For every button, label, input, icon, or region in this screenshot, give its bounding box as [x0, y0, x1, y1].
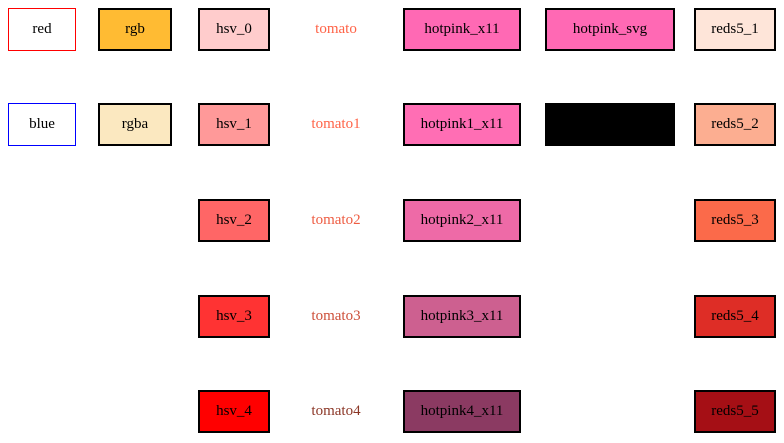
swatch-label: hsv_3: [216, 308, 252, 324]
color-label-text: tomato2: [311, 212, 361, 228]
color-swatch-hotpink1_x11: hotpink1_x11: [403, 103, 521, 146]
color-swatch-hsv_1: hsv_1: [198, 103, 270, 146]
swatch-label: hotpink2_x11: [420, 212, 504, 228]
color-swatch-hotpink_x11: hotpink_x11: [403, 8, 521, 51]
color-swatch-rgba: rgba: [98, 103, 172, 146]
color-swatch-reds5_5: reds5_5: [694, 390, 776, 433]
color-swatch-hotpink2_x11: hotpink2_x11: [403, 199, 521, 242]
color-swatch-hotpink_svg: hotpink_svg: [545, 8, 675, 51]
color-label-text: tomato: [315, 21, 357, 37]
swatch-label: hotpink_svg: [572, 21, 648, 37]
swatch-label: rgba: [121, 116, 149, 132]
color-label-text: tomato4: [311, 403, 361, 419]
swatch-label: reds5_3: [711, 212, 759, 228]
swatch-label: hotpink_x11: [424, 21, 500, 37]
swatch-label: hsv_1: [216, 116, 252, 132]
swatch-label: red: [32, 21, 52, 37]
color-label-tomato: tomato: [300, 8, 372, 51]
swatch-label: hsv_4: [216, 403, 252, 419]
color-label-tomato2: tomato2: [300, 199, 372, 242]
color-swatch-hsv_4: hsv_4: [198, 390, 270, 433]
color-label-tomato4: tomato4: [300, 390, 372, 433]
swatch-label: hotpink4_x11: [420, 403, 504, 419]
color-swatch-hsv_3: hsv_3: [198, 295, 270, 338]
swatch-label: reds5_1: [711, 21, 759, 37]
color-swatch-blue: blue: [8, 103, 76, 146]
swatch-label: reds5_2: [711, 116, 759, 132]
color-swatch-reds5_4: reds5_4: [694, 295, 776, 338]
color-swatch-reds5_2: reds5_2: [694, 103, 776, 146]
color-swatch-reds5_3: reds5_3: [694, 199, 776, 242]
color-swatch-hotpink4_x11: hotpink4_x11: [403, 390, 521, 433]
color-swatch-hsv_2: hsv_2: [198, 199, 270, 242]
color-swatch-hotpink3_x11: hotpink3_x11: [403, 295, 521, 338]
color-label-text: tomato3: [311, 308, 361, 324]
swatch-label: blue: [29, 116, 55, 132]
swatch-label: reds5_4: [711, 308, 759, 324]
color-label-text: tomato1: [311, 116, 361, 132]
color-swatch-reds5_1: reds5_1: [694, 8, 776, 51]
color-swatch-rgb: rgb: [98, 8, 172, 51]
color-swatch-hsv_0: hsv_0: [198, 8, 270, 51]
swatch-label: rgb: [125, 21, 145, 37]
color-label-tomato3: tomato3: [300, 295, 372, 338]
color-swatch-black_box: [545, 103, 675, 146]
swatch-label: hotpink3_x11: [420, 308, 504, 324]
swatch-label: hsv_2: [216, 212, 252, 228]
color-swatch-red: red: [8, 8, 76, 51]
color-label-tomato1: tomato1: [300, 103, 372, 146]
swatch-label: hotpink1_x11: [420, 116, 504, 132]
swatch-label: hsv_0: [216, 21, 252, 37]
swatch-label: reds5_5: [711, 403, 759, 419]
